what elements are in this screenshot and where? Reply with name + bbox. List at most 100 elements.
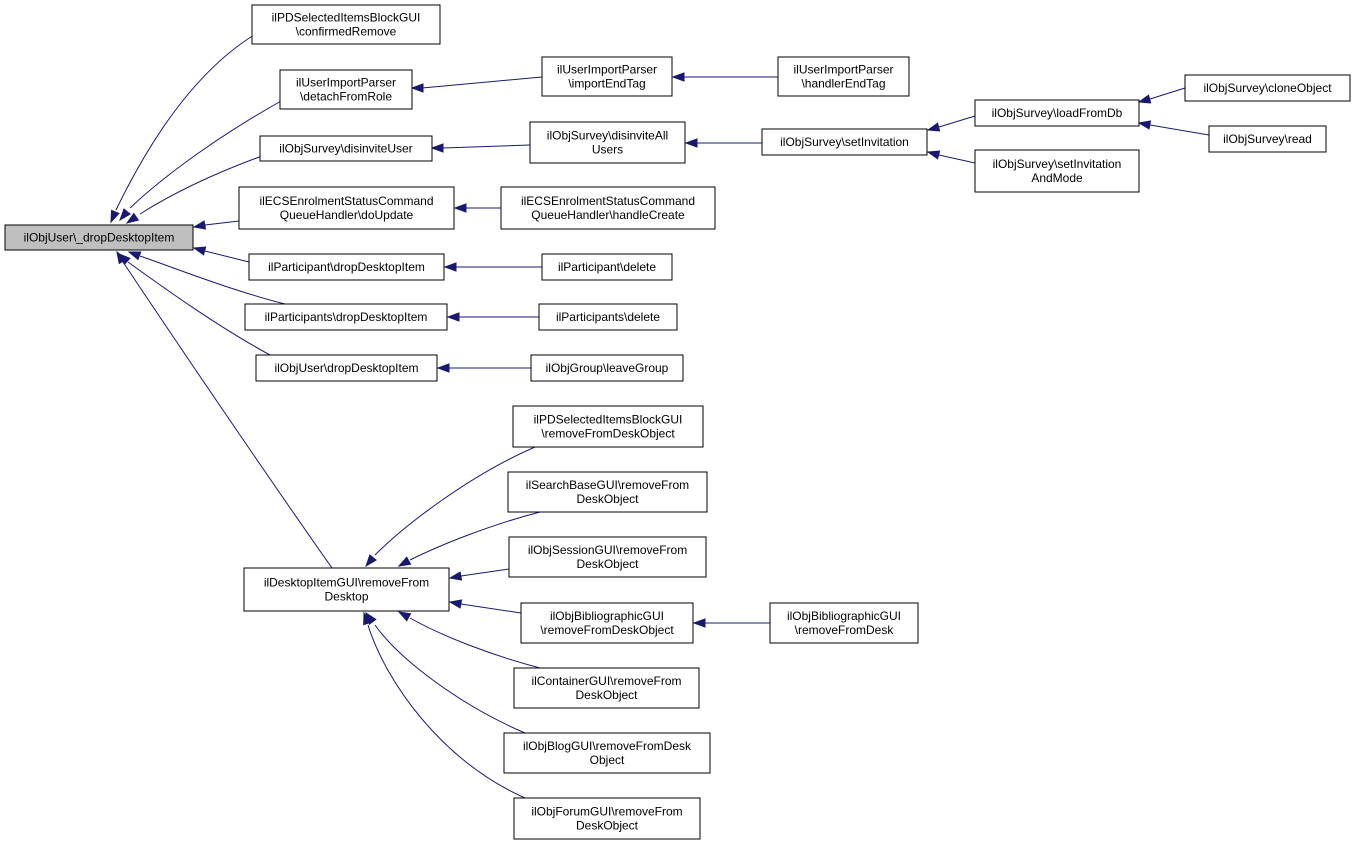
node-label-line: QueueHandler\handleCreate (531, 208, 685, 222)
node-surv_read[interactable]: ilObjSurvey\read (1208, 125, 1327, 153)
node-box (541, 253, 673, 281)
node-ecs_doupdate[interactable]: ilECSEnrolmentStatusCommandQueueHandler\… (238, 186, 455, 230)
edge-parts_delete-to-parts_drop (446, 312, 539, 322)
edge-line (409, 511, 541, 561)
node-label-line: \handlerEndTag (801, 77, 885, 91)
node-label-line: ilUserImportParser (557, 63, 657, 77)
edge-arrowhead (410, 83, 424, 93)
node-box (238, 186, 455, 230)
node-label-line: \removeFromDesk (795, 623, 895, 637)
edge-line (122, 261, 333, 569)
nodes-layer: ilObjUser\_dropDesktopItem ilPDSelectedIt… (4, 4, 1351, 840)
node-box (248, 253, 445, 281)
edge-group_leave-to-user_drop (436, 363, 531, 373)
node-label-line: ilPDSelectedItemsBlockGUI (272, 11, 421, 25)
node-blog_remove[interactable]: ilObjBlogGUI\removeFromDeskObject (503, 732, 711, 774)
node-label-line: ilPDSelectedItemsBlockGUI (534, 413, 683, 427)
node-label-line: ilObjUser\_dropDesktopItem (24, 231, 175, 245)
edge-forum_remove-to-desk_remove (363, 611, 526, 799)
node-label-line: ilObjUser\dropDesktopItem (274, 361, 418, 375)
edge-line (204, 250, 250, 263)
edge-arrowhead (1137, 120, 1152, 130)
edge-surv_loadfromdb-to-surv_setinv (926, 115, 976, 132)
node-label-line: ilObjSurvey\read (1223, 132, 1312, 146)
node-part_delete[interactable]: ilParticipant\delete (541, 253, 673, 281)
edge-line (367, 624, 526, 799)
edge-ecs_doupdate-to-root (192, 220, 240, 230)
edge-arrowhead (127, 251, 142, 261)
node-biblio_remove[interactable]: ilObjBibliographicGUI\removeFromDesk (769, 602, 919, 644)
edge-part_delete-to-part_drop (443, 262, 542, 272)
node-box (500, 186, 716, 230)
node-group_leave[interactable]: ilObjGroup\leaveGroup (530, 354, 684, 382)
node-container_remove[interactable]: ilContainerGUI\removeFromDeskObject (513, 667, 700, 709)
node-parts_drop[interactable]: ilParticipants\dropDesktopItem (244, 303, 448, 331)
edge-arrowhead (684, 138, 698, 148)
edge-line (139, 255, 286, 305)
edge-arrowhead (363, 611, 373, 626)
node-label-line: \removeFromDeskObject (541, 427, 675, 441)
node-box (769, 602, 919, 644)
edge-line (938, 154, 976, 164)
edge-arrowhead (453, 203, 467, 213)
edge-line (1149, 87, 1186, 100)
node-box (259, 135, 433, 162)
node-box (243, 567, 450, 612)
node-forum_remove[interactable]: ilObjForumGUI\removeFromDeskObject (513, 797, 701, 840)
node-surv_clone[interactable]: ilObjSurvey\cloneObject (1184, 74, 1351, 102)
edge-uip_detach-to-root (119, 99, 284, 222)
edge-arrowhead (436, 363, 450, 373)
node-label-line: ilParticipant\dropDesktopItem (268, 260, 425, 274)
node-box (251, 4, 441, 45)
node-biblio_removeobj[interactable]: ilObjBibliographicGUI\removeFromDeskObje… (520, 602, 694, 644)
edge-pdsel_confirmed-to-root (110, 34, 255, 224)
node-part_drop[interactable]: ilParticipant\dropDesktopItem (248, 253, 445, 281)
node-label-line: ilObjSurvey\loadFromDb (992, 106, 1123, 120)
edge-arrowhead (446, 312, 460, 322)
edge-surv_setinv-to-surv_disinviteall (684, 138, 762, 148)
node-uip_importend[interactable]: ilUserImportParser\importEndTag (541, 56, 673, 97)
node-uip_handlerend[interactable]: ilUserImportParser\handlerEndTag (777, 56, 910, 97)
node-box (529, 121, 686, 164)
edge-line (442, 144, 531, 149)
node-label-line: ilObjSurvey\setInvitation (780, 135, 909, 149)
edge-arrowhead (443, 262, 457, 272)
node-surv_loadfromdb[interactable]: ilObjSurvey\loadFromDb (974, 99, 1140, 127)
edge-line (409, 617, 541, 669)
node-box (279, 69, 413, 110)
node-box (508, 536, 707, 578)
node-label-line: ilObjForumGUI\removeFrom (531, 805, 682, 819)
node-ecs_handlecreate[interactable]: ilECSEnrolmentStatusCommandQueueHandler\… (500, 186, 716, 230)
node-root[interactable]: ilObjUser\_dropDesktopItem (4, 224, 194, 251)
edge-line (460, 568, 510, 577)
node-label-line: ilParticipants\delete (556, 310, 660, 324)
node-user_drop[interactable]: ilObjUser\dropDesktopItem (255, 354, 438, 382)
node-search_remove[interactable]: ilSearchBaseGUI\removeFromDeskObject (507, 471, 708, 513)
node-box (777, 56, 910, 97)
node-label-line: DeskObject (576, 819, 639, 833)
node-surv_disinvite[interactable]: ilObjSurvey\disinviteUser (259, 135, 433, 162)
node-uip_detach[interactable]: ilUserImportParser\detachFromRole (279, 69, 413, 110)
node-parts_delete[interactable]: ilParticipants\delete (538, 303, 678, 331)
node-label-line: ilParticipants\dropDesktopItem (265, 310, 428, 324)
node-pdsel_remove[interactable]: ilPDSelectedItemsBlockGUI\removeFromDesk… (512, 405, 704, 448)
node-box (1184, 74, 1351, 102)
edge-arrowhead (926, 150, 941, 160)
node-pdsel_confirmed[interactable]: ilPDSelectedItemsBlockGUI\confirmedRemov… (251, 4, 441, 45)
node-box (761, 128, 928, 156)
node-box (974, 99, 1140, 127)
edge-arrowhead (192, 220, 207, 230)
edge-arrowhead (125, 212, 140, 224)
node-label-line: ilObjBibliographicGUI (787, 609, 901, 623)
node-label-line: ilObjBlogGUI\removeFromDesk (523, 739, 692, 753)
edge-line (139, 155, 263, 215)
edge-biblio_remove-to-biblio_removeobj (692, 618, 770, 628)
node-session_remove[interactable]: ilObjSessionGUI\removeFromDeskObject (508, 536, 707, 578)
edge-session_remove-to-desk_remove (448, 568, 510, 581)
edge-arrowhead (110, 209, 120, 224)
node-label-line: \confirmedRemove (296, 25, 397, 39)
node-surv_setinv[interactable]: ilObjSurvey\setInvitation (761, 128, 928, 156)
